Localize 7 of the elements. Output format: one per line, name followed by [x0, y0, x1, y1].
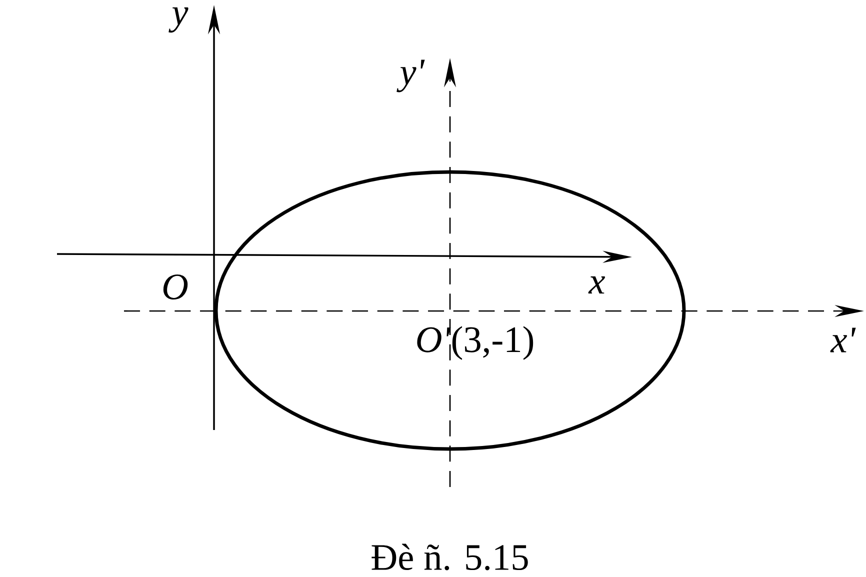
axis-label: O	[163, 274, 188, 300]
caption: Đè ñ. 5.15	[372, 544, 528, 570]
axis-label: y'	[396, 60, 425, 92]
axis-label: y	[168, 7, 188, 33]
axis-label: O'(3,-1)	[417, 326, 534, 360]
axis-label: x'	[830, 328, 856, 352]
axis-label: x	[588, 276, 605, 294]
